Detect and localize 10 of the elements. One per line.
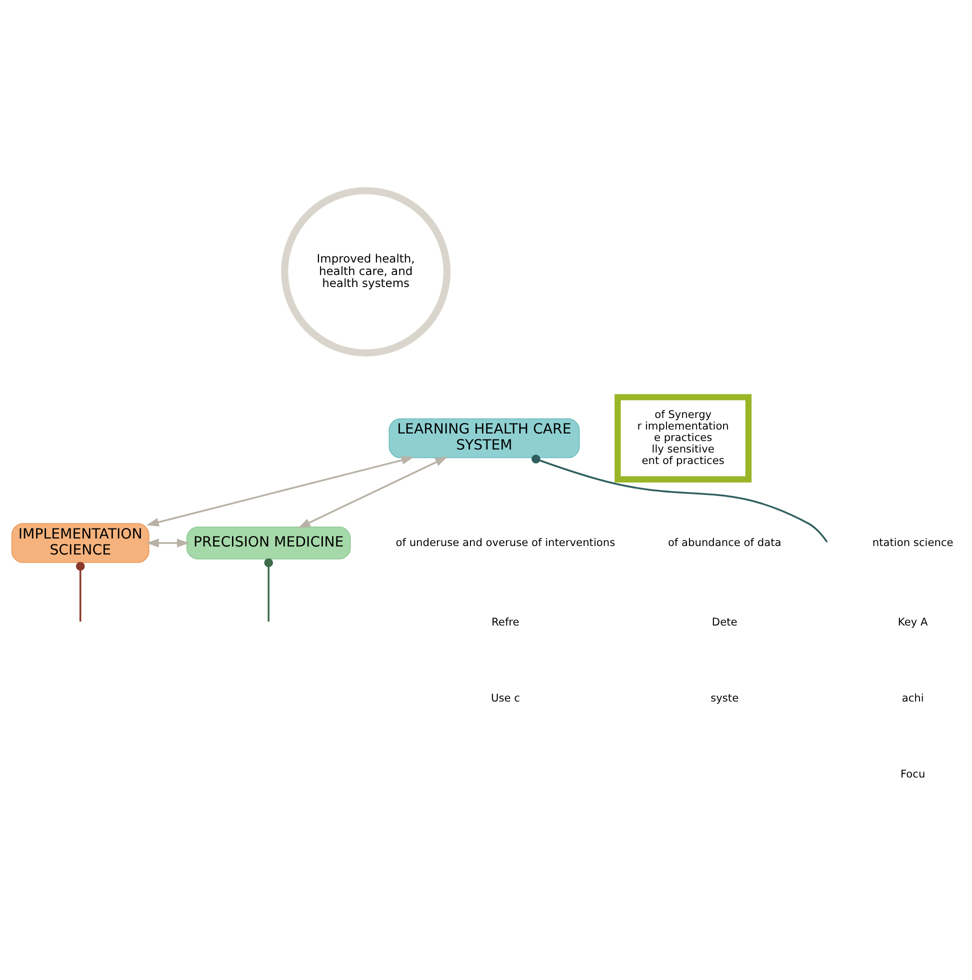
label: syste [710, 692, 739, 704]
label: ntation science [872, 536, 954, 548]
label: Dete [712, 616, 738, 628]
label: Use c [490, 692, 520, 704]
label: achi [902, 692, 924, 704]
label: of abundance of data [668, 536, 782, 548]
label: Focu [900, 768, 926, 780]
label: Refre [492, 616, 520, 628]
label: of underuse and overuse of interventions [396, 536, 616, 548]
label: Key A [898, 616, 928, 628]
